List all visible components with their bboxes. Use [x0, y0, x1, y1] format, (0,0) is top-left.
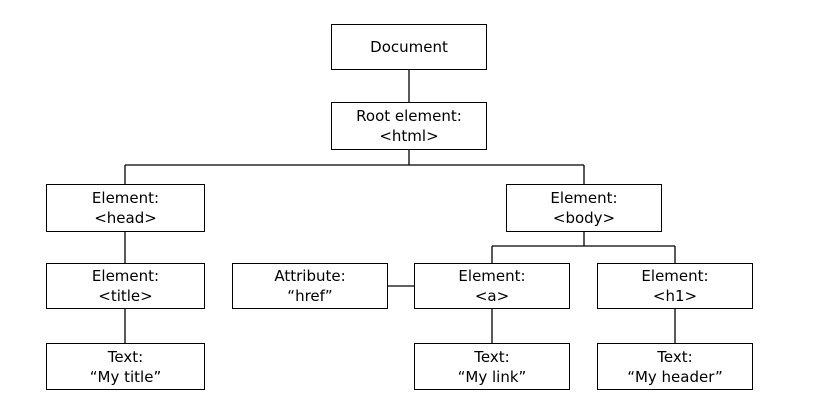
- node-label: Element:: [91, 267, 160, 285]
- node-label: Attribute:: [274, 267, 346, 285]
- node-value: “My header”: [627, 367, 723, 386]
- node-value: “My title”: [89, 367, 162, 386]
- node-value: <html>: [379, 127, 439, 145]
- node-element-a: Element: <a>: [414, 263, 570, 309]
- node-value: <head>: [94, 209, 157, 227]
- node-label: Element:: [458, 267, 526, 285]
- node-label: Text:: [657, 347, 693, 366]
- node-value: <h1>: [652, 287, 698, 305]
- node-element-title: Element: <title>: [46, 263, 205, 309]
- node-text-my-header: Text: “My header”: [597, 343, 753, 390]
- node-root-element: Root element: <html>: [331, 102, 487, 150]
- node-attribute-href: Attribute: “href”: [232, 263, 388, 309]
- node-label: Document: [370, 38, 448, 56]
- node-label: Element:: [550, 189, 618, 207]
- node-value: “href”: [287, 287, 333, 305]
- node-label: Text:: [107, 347, 144, 366]
- node-text-my-title: Text: “My title”: [46, 343, 205, 390]
- node-text-my-link: Text: “My link”: [414, 343, 570, 390]
- node-value: “My link”: [457, 367, 527, 386]
- node-element-head: Element: <head>: [46, 184, 205, 232]
- node-label: Text:: [474, 347, 510, 366]
- node-element-body: Element: <body>: [506, 184, 662, 232]
- node-value: <a>: [474, 287, 510, 305]
- node-label: Element:: [91, 189, 160, 207]
- node-element-h1: Element: <h1>: [597, 263, 753, 309]
- node-value: <title>: [98, 287, 153, 305]
- node-value: <body>: [552, 209, 616, 227]
- node-document: Document: [331, 24, 487, 70]
- node-label: Element:: [641, 267, 709, 285]
- node-label: Root element:: [356, 107, 462, 125]
